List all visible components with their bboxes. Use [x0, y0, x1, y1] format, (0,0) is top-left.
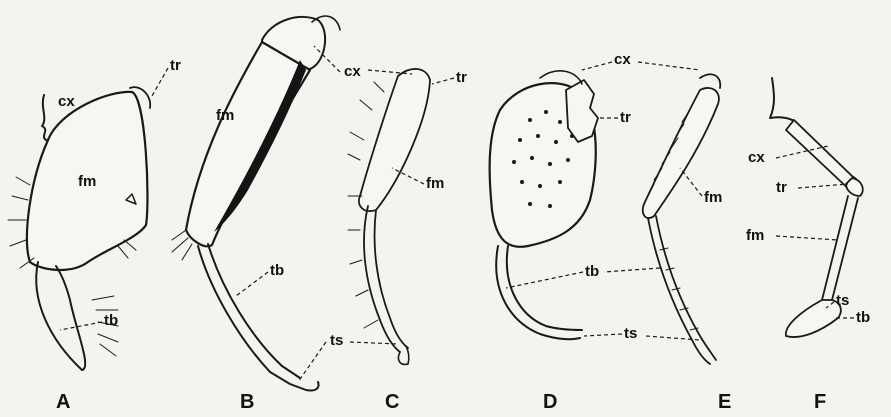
- panel-d-leader-cx2: [638, 62, 700, 70]
- panel-a-caption: A: [56, 391, 70, 413]
- panel-b: fm tb B: [172, 16, 340, 413]
- panel-c-label-ts: ts: [330, 332, 343, 349]
- panel-c-label-tr: tr: [456, 69, 467, 86]
- panel-e-label-fm: fm: [704, 189, 722, 206]
- panel-d-leader-cx: [582, 62, 612, 70]
- panel-e-leader-tb: [604, 268, 660, 272]
- panel-a-label-fm: fm: [78, 173, 96, 190]
- panel-f-trochanter: [846, 178, 863, 196]
- panel-c-caption: C: [385, 391, 399, 413]
- panel-f: cx tr fm ts tb F: [746, 78, 870, 413]
- panel-f-label-tb: tb: [856, 309, 870, 326]
- panel-b-leader-tb: [236, 272, 268, 296]
- panel-a-label-cx: cx: [58, 93, 75, 110]
- panel-b-caption: B: [240, 391, 254, 413]
- panel-a-coxa: [42, 95, 46, 140]
- panel-d-coxa: [540, 71, 582, 84]
- panel-f-label-ts: ts: [836, 292, 849, 309]
- panel-f-caption: F: [814, 391, 826, 413]
- panel-c-tibia: [364, 206, 408, 352]
- panel-d-tibia: [496, 246, 582, 339]
- panel-c-label-cx: cx: [344, 63, 361, 80]
- panel-e-caption: E: [718, 391, 731, 413]
- panel-e-leader-fm: [680, 168, 702, 196]
- panel-c-leader-ts2: [298, 342, 326, 382]
- panel-c-label-fm: fm: [426, 175, 444, 192]
- panel-a-leader-tb: [60, 322, 102, 330]
- panel-f-tibia: [786, 300, 841, 337]
- panel-d-label-ts: ts: [624, 325, 637, 342]
- panel-c-leader-tr: [432, 78, 454, 84]
- panel-d-label-cx: cx: [614, 51, 631, 68]
- panel-d-leader-tb: [506, 272, 583, 288]
- panel-a-tibia: [36, 262, 85, 370]
- panel-e-tibia-hairs: [660, 248, 698, 330]
- panel-a: cx fm tr tb A: [8, 57, 181, 413]
- panel-d-leader-ts: [584, 334, 622, 336]
- panel-f-label-tr: tr: [776, 179, 787, 196]
- panel-c-claw: [398, 346, 408, 364]
- panel-a-leader-tr: [152, 68, 168, 96]
- panel-a-label-tr: tr: [170, 57, 181, 74]
- panel-e-tibia: [648, 216, 716, 364]
- panel-d-caption: D: [543, 391, 557, 413]
- panel-e-coxa: [700, 74, 720, 88]
- panel-f-label-cx: cx: [748, 149, 765, 166]
- panel-b-tarsus: [270, 366, 319, 391]
- panel-f-leader-fm: [776, 236, 838, 240]
- panel-d-label-tb: tb: [585, 263, 599, 280]
- panel-c-femur: [359, 69, 430, 211]
- panel-b-label-tb: tb: [270, 262, 284, 279]
- panel-f-femur: [822, 196, 858, 300]
- panel-f-coxa-base: [770, 78, 796, 122]
- panel-b-femur: [186, 42, 310, 246]
- panel-f-label-fm: fm: [746, 227, 764, 244]
- panel-a-label-tb: tb: [104, 312, 118, 329]
- panel-d-label-tr: tr: [620, 109, 631, 126]
- panel-b-label-fm: fm: [216, 107, 234, 124]
- panel-f-leader-tr: [798, 184, 848, 188]
- panel-c: cx tr fm ts C: [298, 46, 467, 413]
- panel-d-trochanter: [566, 80, 598, 142]
- panel-d: cx tr tb ts D: [490, 51, 700, 413]
